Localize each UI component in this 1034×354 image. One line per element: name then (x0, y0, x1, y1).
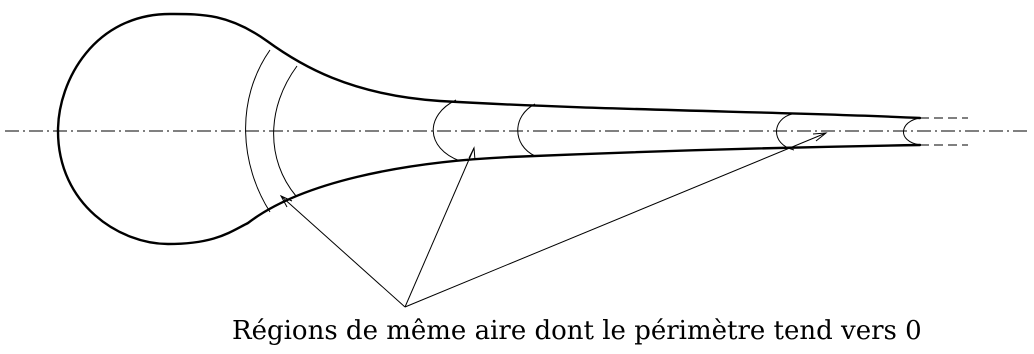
arrowhead-region-2 (468, 146, 476, 161)
arrow-to-region-1 (280, 195, 406, 308)
arrow-to-region-3 (404, 132, 827, 308)
region-3-arc (776, 113, 795, 151)
arrowhead-region-3 (812, 132, 828, 142)
region-1-right-arc (273, 65, 298, 197)
region-1-left-arc (245, 49, 271, 213)
region-2-left-arc (432, 99, 461, 162)
arrowhead-region-1 (279, 194, 293, 208)
arrow-to-region-2 (404, 147, 475, 308)
figure-caption: Régions de même aire dont le périmètre t… (232, 316, 922, 346)
region-2-right-arc (517, 103, 536, 157)
tip-cap (903, 117, 921, 146)
surface-outline (56, 12, 922, 246)
